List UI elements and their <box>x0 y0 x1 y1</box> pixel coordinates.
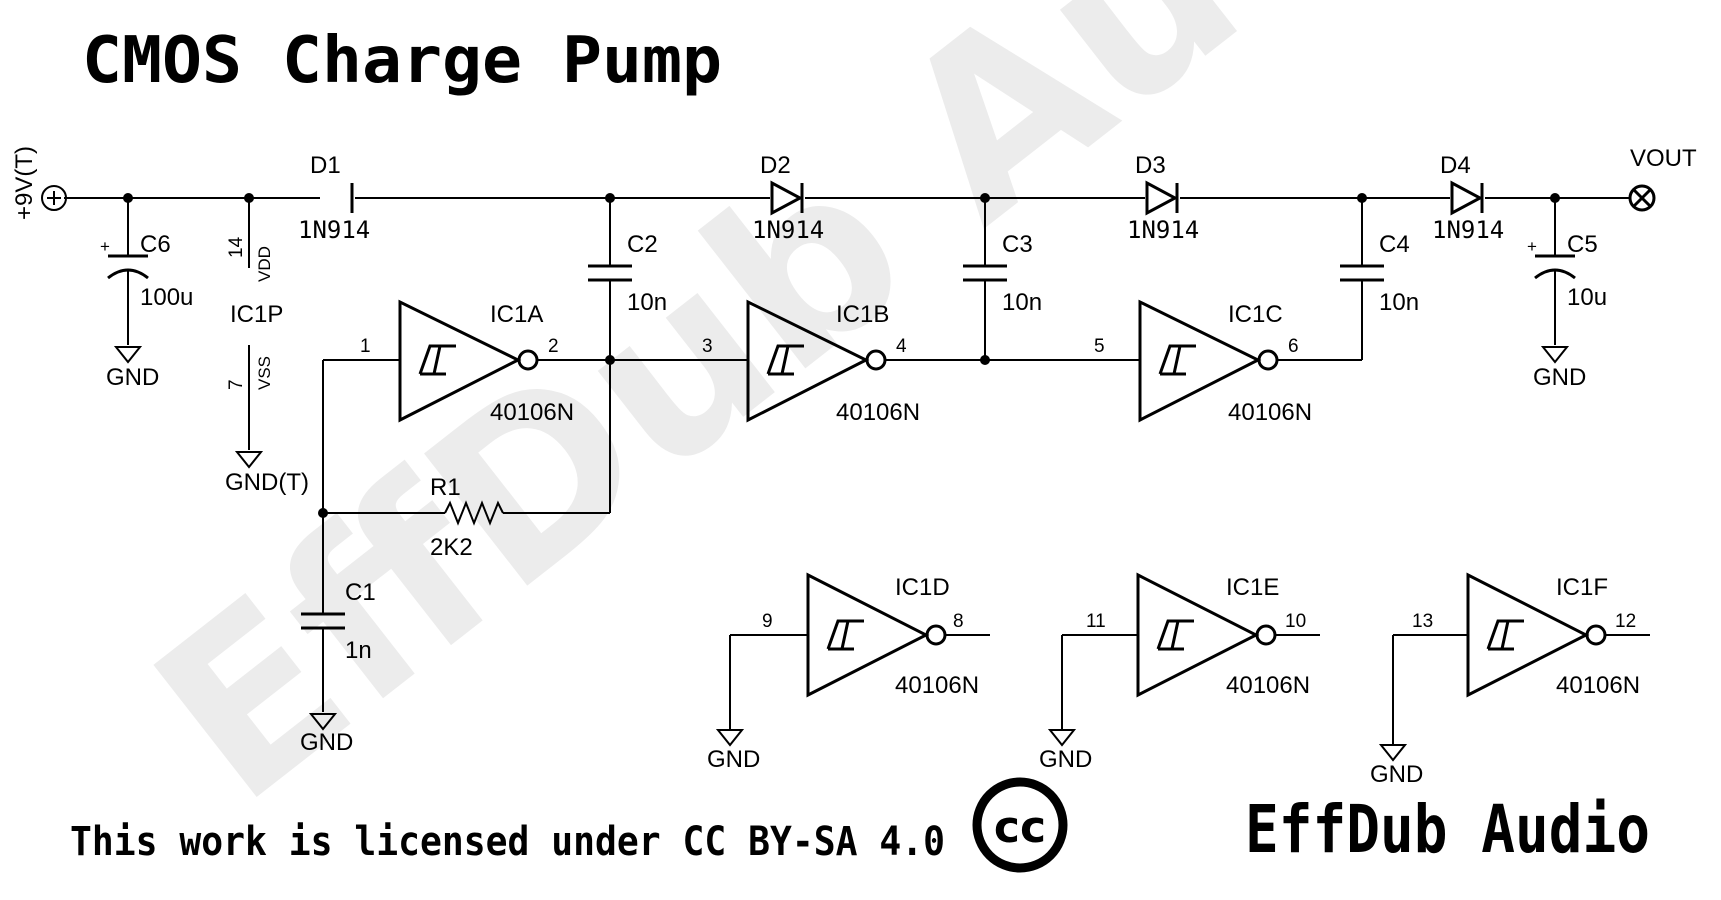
ic1d-out-pin: 8 <box>953 611 964 632</box>
ic1c-in-pin: 5 <box>1094 336 1105 357</box>
ic1b-in-pin: 3 <box>702 336 713 357</box>
ic1p-vdd-pin: 14 <box>226 236 247 258</box>
ic1b-out-pin: 4 <box>896 336 907 357</box>
capacitor-c4: C4 10n <box>1340 198 1419 360</box>
oscillator-feedback: R1 2K2 <box>322 360 611 600</box>
c1-ref: C1 <box>345 579 376 606</box>
ic1c-ref: IC1C <box>1228 301 1283 328</box>
c4-value: 10n <box>1379 289 1419 316</box>
diode-d3: D3 1N914 <box>1127 152 1199 244</box>
d1-value: 1N914 <box>298 216 370 244</box>
d4-value: 1N914 <box>1432 216 1504 244</box>
c3-value: 10n <box>1002 289 1042 316</box>
ic1d-part: 40106N <box>895 672 979 699</box>
ic1a-out-pin: 2 <box>548 336 559 357</box>
capacitor-c6: + C6 100u GND <box>100 198 193 391</box>
inverter-ic1d: GND 9 8 IC1D 40106N <box>707 572 990 773</box>
ic1e-ref: IC1E <box>1226 574 1279 601</box>
ic1a-in-pin: 1 <box>360 336 371 357</box>
ic1e-gnd-label: GND <box>1039 746 1092 773</box>
ic1p-vss-pin: 7 <box>226 379 247 390</box>
gnd-t-label: GND(T) <box>225 469 309 496</box>
ic1b-ref: IC1B <box>836 301 889 328</box>
inverter-ic1f: GND 13 12 IC1F 40106N <box>1370 572 1650 788</box>
c6-ref: C6 <box>140 231 171 258</box>
ic1p-vdd-label: VDD <box>255 246 274 282</box>
capacitor-c2: C2 10n <box>588 198 667 510</box>
c1-gnd-label: GND <box>300 729 353 756</box>
ic1e-out-pin: 10 <box>1285 611 1306 632</box>
watermark: EffDub Audio <box>109 0 1602 853</box>
ic1a-ref: IC1A <box>490 301 543 328</box>
c2-ref: C2 <box>627 231 658 258</box>
d4-ref: D4 <box>1440 152 1471 179</box>
ic1d-gnd-label: GND <box>707 746 760 773</box>
ic1p-vss-label: VSS <box>255 356 274 390</box>
c4-ref: C4 <box>1379 231 1410 258</box>
vout-label: VOUT <box>1630 145 1697 172</box>
capacitor-c3: C3 10n <box>963 198 1042 360</box>
diode-d4: D4 1N914 <box>1432 152 1504 244</box>
ic1f-out-pin: 12 <box>1615 611 1636 632</box>
ic1p-power-unit: 14 VDD IC1P 7 VSS GND(T) <box>225 198 309 496</box>
cc-logo-text: cc <box>994 802 1046 853</box>
c5-polarity: + <box>1527 237 1537 256</box>
d3-ref: D3 <box>1135 152 1166 179</box>
c6-gnd-label: GND <box>106 364 159 391</box>
c6-value: 100u <box>140 284 193 311</box>
d2-ref: D2 <box>760 152 791 179</box>
c5-gnd-label: GND <box>1533 364 1586 391</box>
brand-name: EffDub Audio <box>1245 791 1650 868</box>
ic1c-out-pin: 6 <box>1288 336 1299 357</box>
inverter-ic1a: 1 2 IC1A 40106N <box>323 299 610 426</box>
ic1f-in-pin: 13 <box>1412 611 1433 632</box>
d1-ref: D1 <box>310 152 341 179</box>
ic1a-part: 40106N <box>490 399 574 426</box>
d3-value: 1N914 <box>1127 216 1199 244</box>
ic1p-ref: IC1P <box>230 301 283 328</box>
r1-ref: R1 <box>430 474 461 501</box>
ic1c-part: 40106N <box>1228 399 1312 426</box>
r1-value: 2K2 <box>430 534 473 561</box>
capacitor-c5: + C5 10u GND <box>1527 198 1607 391</box>
c5-value: 10u <box>1567 284 1607 311</box>
inverter-ic1b: 3 4 IC1B 40106N <box>610 299 985 426</box>
license-text: This work is licensed under CC BY-SA 4.0 <box>70 819 945 865</box>
vout-terminal: VOUT <box>1628 145 1697 212</box>
ic1f-ref: IC1F <box>1556 574 1608 601</box>
diode-d1: D1 1N914 <box>298 152 370 244</box>
c1-value: 1n <box>345 637 372 664</box>
vin-label: +9V(T) <box>11 146 38 220</box>
ic1e-in-pin: 11 <box>1086 611 1106 632</box>
c3-ref: C3 <box>1002 231 1033 258</box>
ic1f-gnd-label: GND <box>1370 761 1423 788</box>
d2-value: 1N914 <box>752 216 824 244</box>
ic1f-part: 40106N <box>1556 672 1640 699</box>
power-input-9v: +9V(T) <box>11 146 67 220</box>
c5-ref: C5 <box>1567 231 1598 258</box>
inverter-ic1c: 5 6 IC1C 40106N <box>985 299 1362 426</box>
inverter-ic1e: GND 11 10 IC1E 40106N <box>1039 572 1320 773</box>
c6-polarity: + <box>100 237 110 256</box>
ic1b-part: 40106N <box>836 399 920 426</box>
diode-d2: D2 1N914 <box>752 152 824 244</box>
capacitor-c1: C1 1n GND <box>300 579 376 756</box>
c2-value: 10n <box>627 289 667 316</box>
ic1d-in-pin: 9 <box>762 611 773 632</box>
cc-logo-icon: cc <box>972 777 1068 873</box>
ic1e-part: 40106N <box>1226 672 1310 699</box>
ic1d-ref: IC1D <box>895 574 950 601</box>
page-title: CMOS Charge Pump <box>82 24 722 98</box>
